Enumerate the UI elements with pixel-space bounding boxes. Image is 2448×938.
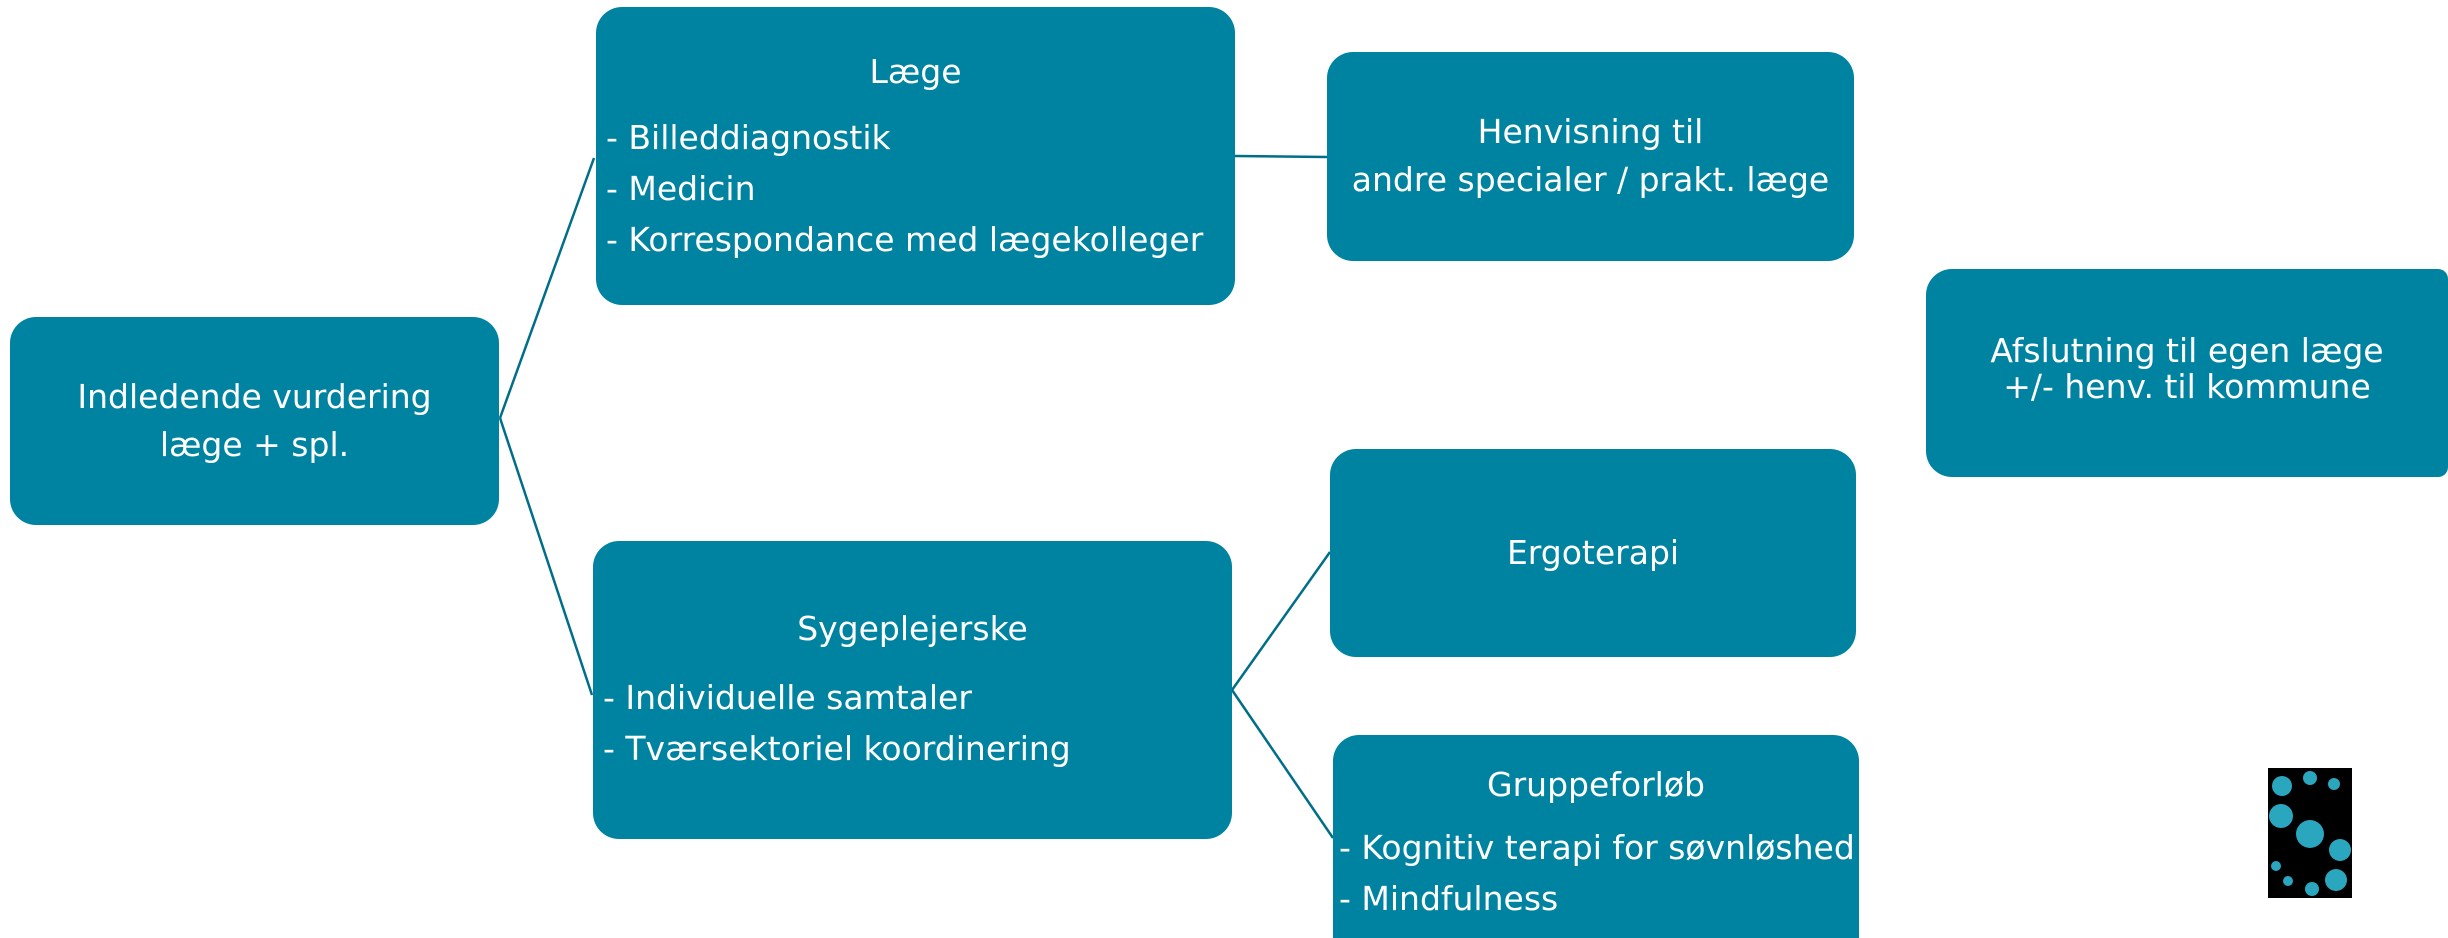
node-occupational-therapy-label: Ergoterapi [1506,533,1680,572]
node-referral: Henvisning til andre specialer / prakt. … [1327,52,1854,261]
node-doctor-item: - Korrespondance med lægekolleger [606,220,1204,259]
connector-start-doctor [498,157,596,419]
node-group-course-title: Gruppeforløb [1487,765,1705,804]
node-closure-line2: +/- henv. til kommune [2003,367,2371,406]
node-doctor-item: - Medicin [606,169,756,208]
node-nurse: Sygeplejerske - Individuelle samtaler - … [593,541,1232,839]
node-doctor-item: - Billeddiagnostik [606,118,891,157]
dots-logo-icon [2268,768,2352,898]
node-initial-assessment-line1: Indledende vurdering [77,377,432,416]
connector-nurse-group [1230,689,1335,839]
node-referral-line2: andre specialer / prakt. læge [1351,160,1830,199]
node-group-course-item: - Kognitiv terapi for søvnløshed [1339,828,1855,867]
node-closure-line1: Afslutning til egen læge [1990,331,2384,370]
node-referral-line1: Henvisning til [1477,112,1704,151]
connector-nurse-occupational [1230,551,1332,691]
node-initial-assessment: Indledende vurdering læge + spl. [10,317,499,525]
node-group-course-item: - Mindfulness [1339,879,1559,918]
node-closure: Afslutning til egen læge +/- henv. til k… [1926,269,2448,477]
node-doctor: Læge - Billeddiagnostik - Medicin - Korr… [596,7,1235,305]
connector-start-nurse [498,417,594,696]
node-initial-assessment-line2: læge + spl. [159,425,350,464]
node-occupational-therapy: Ergoterapi [1330,449,1856,657]
node-nurse-title: Sygeplejerske [797,609,1028,648]
node-nurse-item: - Tværsektoriel koordinering [603,729,1071,768]
connector-doctor-referral [1234,154,1328,159]
node-group-course: Gruppeforløb - Kognitiv terapi for søvnl… [1333,735,1859,938]
node-nurse-item: - Individuelle samtaler [603,678,972,717]
node-doctor-title: Læge [869,52,962,91]
